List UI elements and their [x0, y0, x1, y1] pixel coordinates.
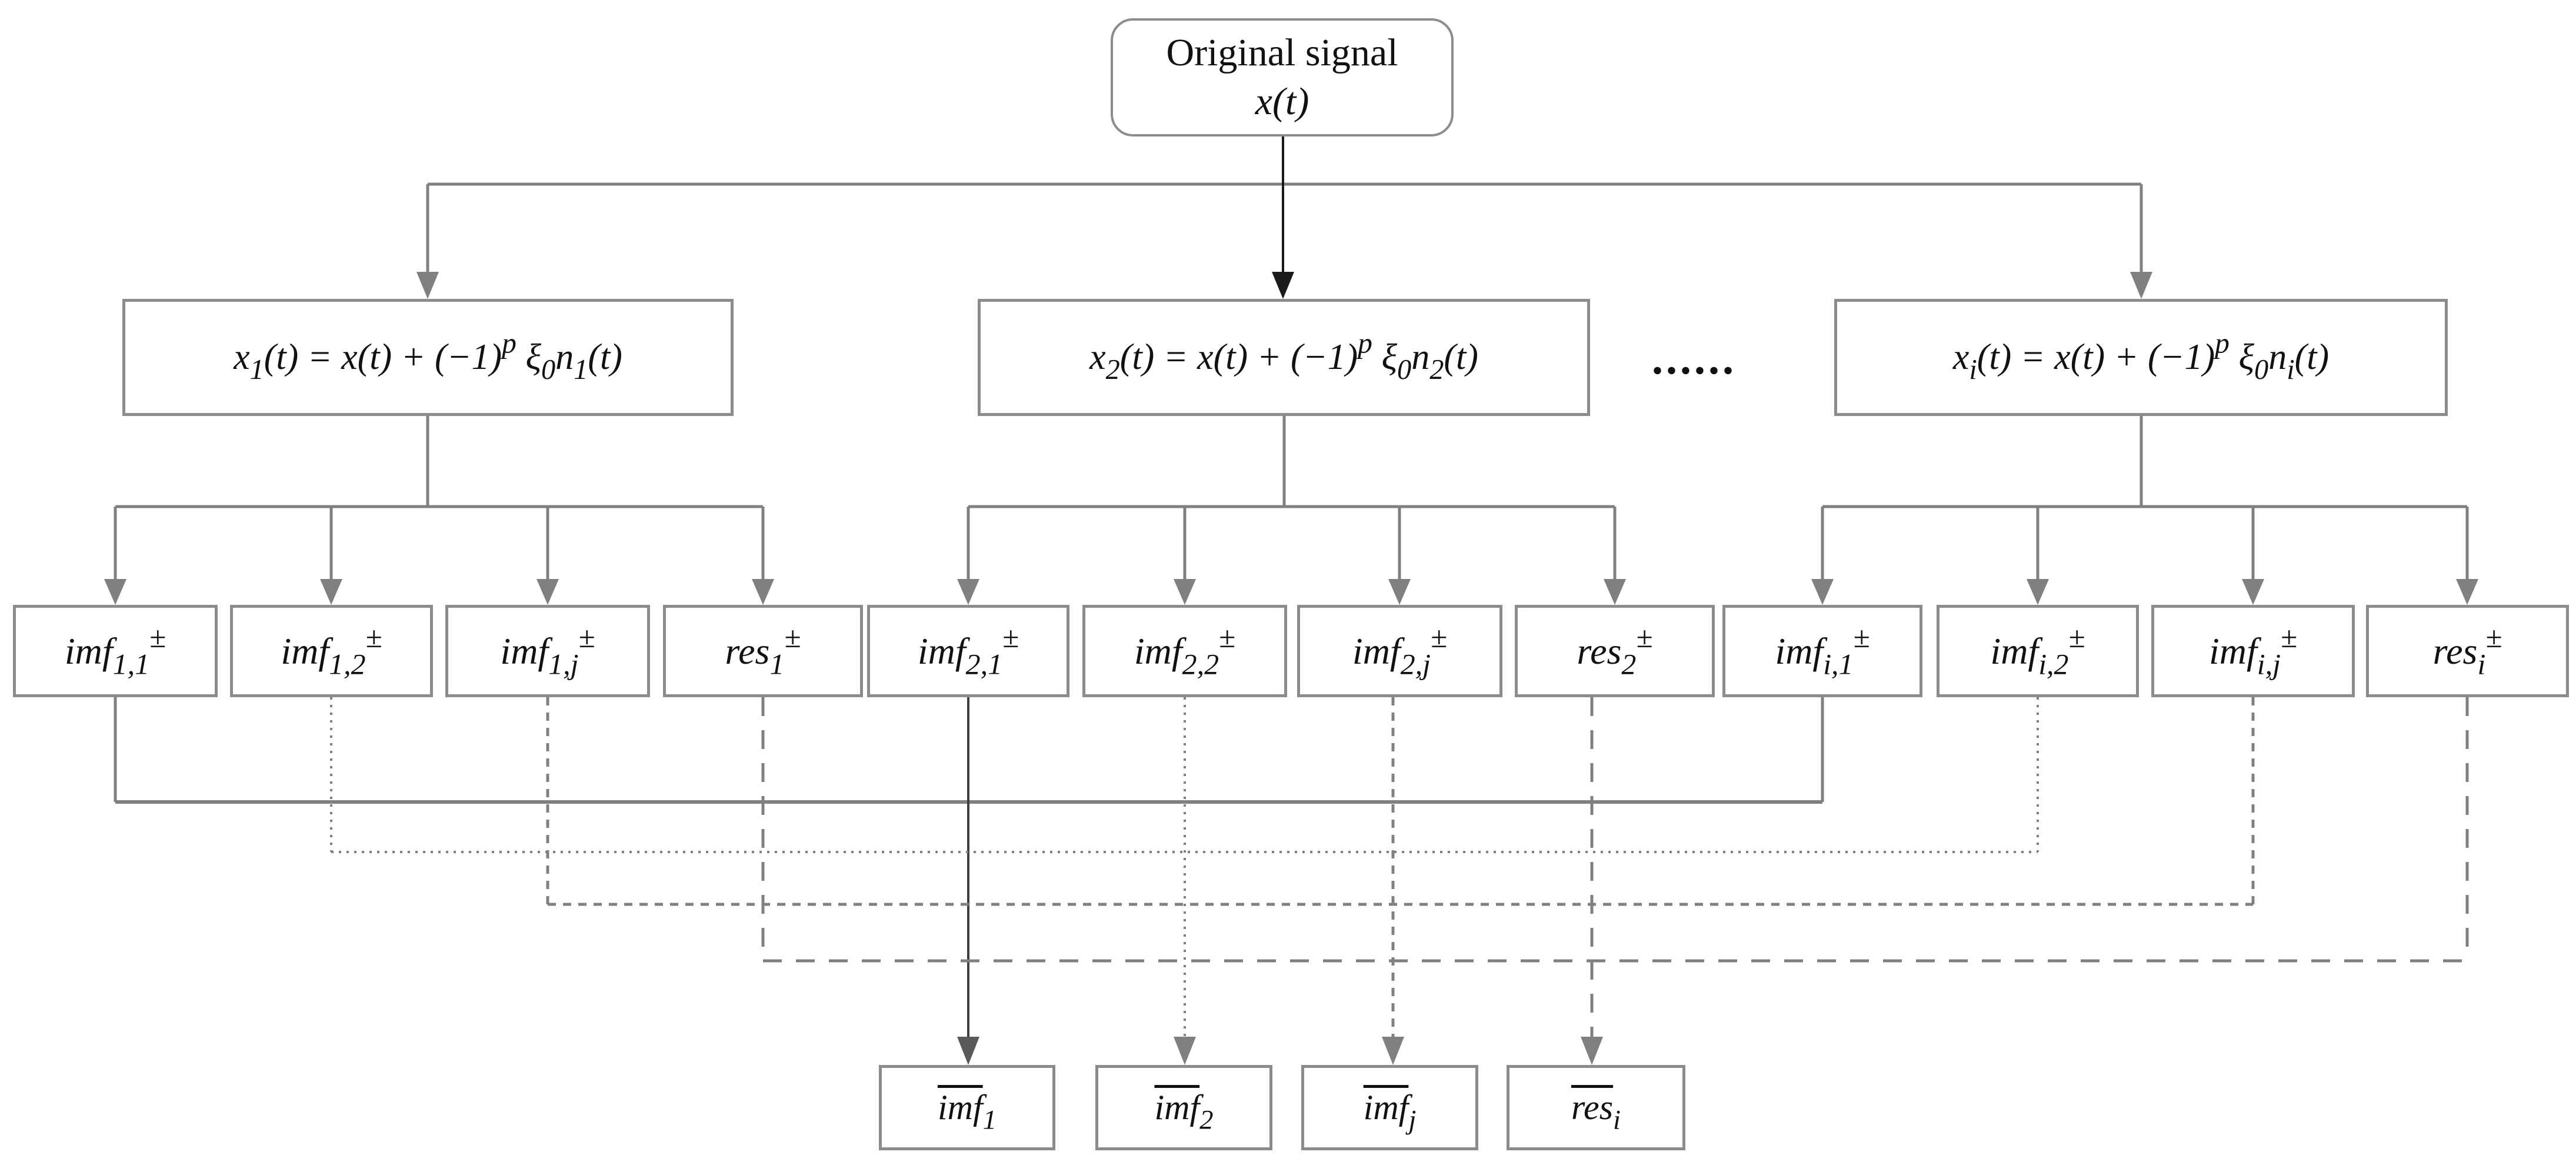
arrow-down-icon — [2456, 579, 2478, 605]
arrow-down-icon — [2242, 579, 2264, 605]
component-imf-2-j-box: imf2,j± — [1297, 605, 1502, 697]
component-imf-i-1-box: imfi,1± — [1722, 605, 1922, 697]
avg-res-i-box: resi — [1507, 1065, 1685, 1150]
arrow-down-icon — [1174, 1037, 1196, 1065]
arrow-down-icon — [416, 272, 439, 299]
avg-label: imf1 — [937, 1088, 997, 1136]
original-signal-box: Original signal x(t) — [1111, 18, 1454, 137]
avg-label: resi — [1571, 1088, 1621, 1136]
arrow-down-icon — [1272, 272, 1294, 299]
avg-imf-1-box: imf1 — [879, 1065, 1055, 1150]
arrow-down-icon — [2130, 272, 2152, 299]
component-imf-2-1-box: imf2,1± — [867, 605, 1069, 697]
component-res-i-box: resi± — [2366, 605, 2569, 697]
arrow-down-icon — [1382, 1037, 1404, 1065]
arrow-down-icon — [536, 579, 559, 605]
avg-imf-2-box: imf2 — [1095, 1065, 1272, 1150]
component-label: imf1,2± — [281, 620, 382, 680]
arrow-down-icon — [1388, 579, 1411, 605]
arrow-down-icon — [1581, 1037, 1603, 1065]
arrow-down-icon — [752, 579, 774, 605]
component-imf-1-j-box: imf1,j± — [445, 605, 650, 697]
ensemble-2-formula: x2(t) = x(t) + (−1)p ξ0n2(t) — [1089, 327, 1478, 385]
arrow-down-icon — [1604, 579, 1626, 605]
arrow-down-icon — [2027, 579, 2049, 605]
component-label: imf2,2± — [1134, 620, 1236, 680]
ensemble-1-formula: x1(t) = x(t) + (−1)p ξ0n1(t) — [234, 327, 622, 385]
component-imf-1-2-box: imf1,2± — [230, 605, 433, 697]
avg-label: imfj — [1363, 1088, 1417, 1136]
component-imf-i-2-box: imfi,2± — [1937, 605, 2139, 697]
ensemble-1-box: x1(t) = x(t) + (−1)p ξ0n1(t) — [122, 299, 734, 416]
avg-label: imf2 — [1154, 1088, 1214, 1136]
arrow-down-icon — [1811, 579, 1834, 605]
arrow-down-icon — [957, 1037, 979, 1065]
ensemble-i-box: xi(t) = x(t) + (−1)p ξ0ni(t) — [1834, 299, 2448, 416]
component-label: imfi,j± — [2208, 620, 2298, 680]
component-label: res2± — [1577, 620, 1653, 680]
component-label: imf1,1± — [64, 620, 166, 680]
component-label: imf2,1± — [917, 620, 1019, 680]
arrow-down-icon — [957, 579, 979, 605]
component-label: imfi,1± — [1775, 620, 1870, 680]
arrow-down-icon — [320, 579, 342, 605]
ensemble-2-box: x2(t) = x(t) + (−1)p ξ0n2(t) — [978, 299, 1590, 416]
component-res-2-box: res2± — [1515, 605, 1715, 697]
avg-imf-j-box: imfj — [1301, 1065, 1478, 1150]
component-res-1-box: res1± — [663, 605, 863, 697]
arrow-down-icon — [104, 579, 126, 605]
component-imf-2-2-box: imf2,2± — [1082, 605, 1287, 697]
component-label: imf1,j± — [500, 620, 595, 680]
ellipsis-dots: ...... — [1652, 334, 1737, 384]
component-imf-1-1-box: imf1,1± — [13, 605, 218, 697]
ensemble-i-formula: xi(t) = x(t) + (−1)p ξ0ni(t) — [1952, 327, 2330, 385]
component-label: res1± — [725, 620, 801, 680]
original-signal-title: Original signal — [1166, 31, 1398, 74]
original-signal-formula: x(t) — [1255, 79, 1309, 123]
component-label: imf2,j± — [1352, 620, 1448, 680]
component-label: imfi,2± — [1990, 620, 2085, 680]
component-imf-i-j-box: imfi,j± — [2151, 605, 2355, 697]
component-label: resi± — [2432, 620, 2502, 680]
arrow-down-icon — [1174, 579, 1196, 605]
